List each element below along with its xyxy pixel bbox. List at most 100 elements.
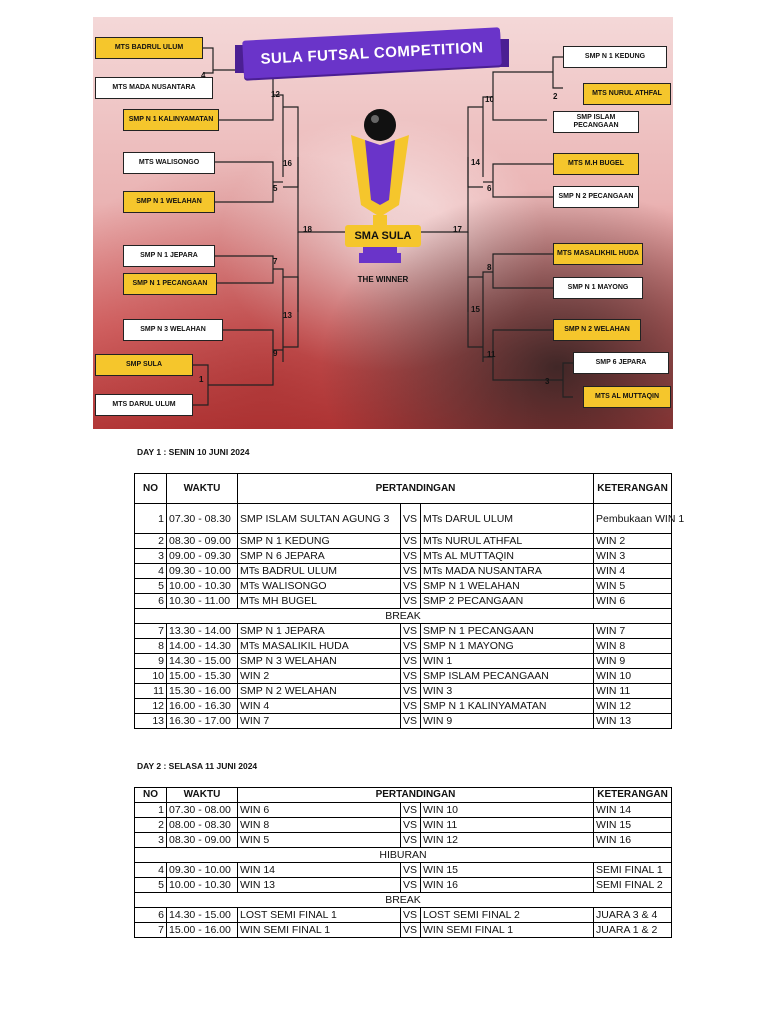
cell-home-team: SMP N 2 WELAHAN (237, 683, 401, 699)
cell-no: 1 (134, 802, 167, 818)
cell-home-team: SMP N 3 WELAHAN (237, 653, 401, 669)
cell-no: 13 (134, 713, 167, 729)
break-row: BREAK (133, 892, 673, 908)
cell-home-team: WIN 6 (237, 802, 401, 818)
match-number: 3 (545, 377, 550, 386)
match-number: 10 (485, 95, 494, 104)
cell-no: 11 (134, 683, 167, 699)
bracket-poster: SULA FUTSAL COMPETITION SMA SULA THE WIN… (93, 17, 673, 429)
cell-time: 08.30 - 09.00 (166, 832, 238, 848)
cell-away-team: SMP N 1 PECANGAAN (419, 623, 595, 639)
table-header-row: NO WAKTU PERTANDINGAN KETERANGAN (134, 787, 673, 803)
cell-away-team: WIN 9 (419, 713, 595, 729)
cell-time: 09.30 - 10.00 (166, 862, 238, 878)
cell-no: 10 (134, 668, 167, 684)
cell-vs: VS (400, 668, 421, 684)
team-left-7: SMP N 1 PECANGAAN (123, 273, 217, 295)
champion-label: SMA SULA (345, 225, 421, 247)
cell-vs: VS (400, 698, 421, 714)
cell-away-team: SMP 2 PECANGAAN (419, 593, 595, 609)
cell-note: WIN 9 (593, 653, 673, 669)
cell-no: 2 (134, 533, 167, 549)
cell-no: 3 (134, 548, 167, 564)
cell-time: 09.30 - 10.00 (166, 563, 238, 579)
cell-time: 07.30 - 08.30 (166, 503, 238, 534)
team-left-6: SMP N 1 JEPARA (123, 245, 215, 267)
match-number: 2 (553, 92, 558, 101)
team-left-3: SMP N 1 KALINYAMATAN (123, 109, 219, 131)
cell-vs: VS (400, 548, 421, 564)
cell-note: SEMI FINAL 1 (593, 862, 673, 878)
cell-no: 4 (134, 862, 167, 878)
cell-note: WIN 10 (593, 668, 673, 684)
cell-home-team: WIN 4 (237, 698, 401, 714)
cell-time: 10.00 - 10.30 (166, 578, 238, 594)
interlude-row: HIBURAN (133, 847, 673, 863)
team-right-8: SMP N 2 WELAHAN (553, 319, 641, 341)
cell-home-team: MTs WALISONGO (237, 578, 401, 594)
team-right-1: SMP N 1 KEDUNG (563, 46, 667, 68)
cell-vs: VS (400, 713, 421, 729)
cell-vs: VS (400, 877, 421, 893)
cell-note: WIN 15 (593, 817, 673, 833)
cell-away-team: SMP ISLAM PECANGAAN (419, 668, 595, 684)
cell-note: WIN 14 (593, 802, 673, 818)
match-number: 7 (273, 257, 278, 266)
cell-home-team: WIN 13 (237, 877, 401, 893)
cell-vs: VS (400, 653, 421, 669)
cell-vs: VS (400, 593, 421, 609)
cell-away-team: WIN 12 (419, 832, 595, 848)
col-header-no: NO (134, 473, 167, 504)
cell-home-team: WIN 14 (237, 862, 401, 878)
cell-time: 10.30 - 11.00 (166, 593, 238, 609)
cell-note: SEMI FINAL 2 (593, 877, 673, 893)
cell-vs: VS (400, 922, 421, 938)
team-right-5: SMP N 2 PECANGAAN (553, 186, 639, 208)
cell-home-team: SMP N 1 KEDUNG (237, 533, 401, 549)
cell-note: WIN 5 (593, 578, 673, 594)
match-number: 6 (487, 184, 492, 193)
match-number: 8 (487, 263, 492, 272)
cell-time: 14.30 - 15.00 (166, 653, 238, 669)
cell-note: WIN 16 (593, 832, 673, 848)
trophy-icon (351, 109, 409, 263)
team-left-8: SMP N 3 WELAHAN (123, 319, 223, 341)
col-header-no: NO (134, 787, 167, 803)
team-left-4: MTS WALISONGO (123, 152, 215, 174)
cell-away-team: WIN 3 (419, 683, 595, 699)
cell-vs: VS (400, 802, 421, 818)
cell-time: 14.00 - 14.30 (166, 638, 238, 654)
col-header-match: PERTANDINGAN (236, 787, 595, 803)
col-header-time: WAKTU (166, 787, 238, 803)
cell-time: 07.30 - 08.00 (166, 802, 238, 818)
cell-home-team: MTs BADRUL ULUM (237, 563, 401, 579)
cell-away-team: LOST SEMI FINAL 2 (419, 907, 595, 923)
winner-caption: THE WINNER (357, 275, 409, 284)
cell-home-team: WIN 7 (237, 713, 401, 729)
match-number: 1 (199, 375, 204, 384)
cell-no: 1 (134, 503, 167, 534)
cell-no: 9 (134, 653, 167, 669)
match-number: 13 (283, 311, 292, 320)
cell-home-team: SMP N 6 JEPARA (237, 548, 401, 564)
col-header-match: PERTANDINGAN (236, 473, 595, 504)
cell-home-team: MTs MASALIKIL HUDA (237, 638, 401, 654)
cell-away-team: WIN 15 (419, 862, 595, 878)
cell-time: 09.00 - 09.30 (166, 548, 238, 564)
cell-away-team: WIN SEMI FINAL 1 (419, 922, 595, 938)
cell-away-team: SMP N 1 MAYONG (419, 638, 595, 654)
cell-away-team: MTs MADA NUSANTARA (419, 563, 595, 579)
match-number: 5 (273, 184, 278, 193)
cell-no: 7 (134, 623, 167, 639)
